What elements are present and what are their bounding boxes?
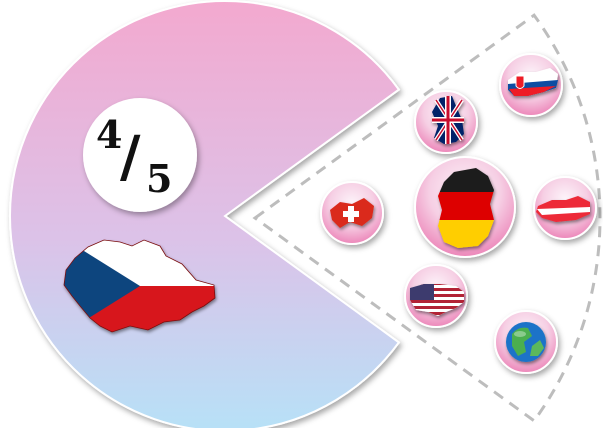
germany-bubble: [414, 156, 516, 258]
slovakia-bubble: [499, 53, 563, 117]
germany-flag-map-icon: [438, 168, 494, 248]
switzerland-bubble: [320, 181, 384, 245]
fraction-badge: 4 / 5: [83, 98, 197, 212]
usa-bubble: [404, 264, 468, 328]
fraction-slash: /: [120, 124, 141, 190]
wedge-items: [320, 53, 597, 374]
globe-icon: [506, 322, 546, 362]
globe-bubble: [494, 310, 558, 374]
austria-flag-map-icon: [536, 196, 590, 222]
fraction-denominator: 5: [146, 156, 172, 201]
united-kingdom-bubble: [414, 90, 478, 154]
switzerland-flag-map-icon: [330, 198, 374, 228]
missing-fifth-wedge-outline: [252, 13, 602, 423]
united-kingdom-flag-map-icon: [432, 96, 464, 144]
slovakia-flag-map-icon: [508, 68, 558, 96]
austria-bubble: [533, 176, 597, 240]
fraction-numerator: 4: [96, 112, 122, 157]
fraction-circle: [83, 98, 197, 212]
